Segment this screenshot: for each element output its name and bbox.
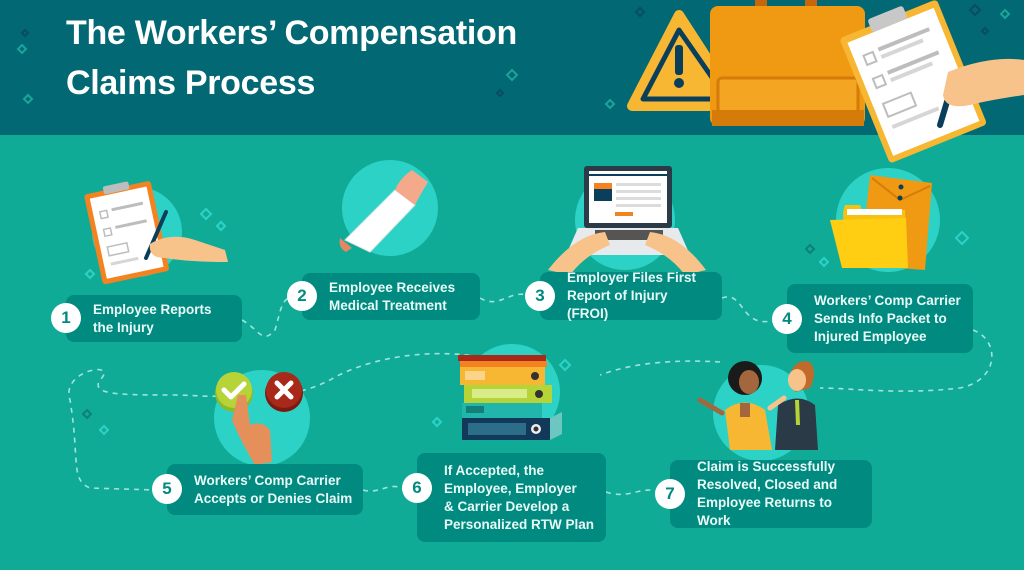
step-4-number-badge: 4: [772, 304, 802, 334]
step-4-text: Workers’ Comp Carrier Sends Info Packet …: [814, 292, 961, 346]
folder-envelope-icon: [830, 175, 932, 270]
step-text-line: If Accepted, the: [444, 462, 545, 478]
sparkle-icon: [999, 8, 1011, 20]
step-5-box: Workers’ Comp Carrier Accepts or Denies …: [167, 464, 363, 515]
title-line-2: Claims Process: [66, 64, 316, 102]
step-text-line: Employer Files First: [567, 270, 697, 285]
step-2-box: Employee Receives Medical Treatment: [302, 273, 480, 320]
dashed-path-connector: [68, 293, 993, 496]
step-text-line: the Injury: [93, 319, 154, 335]
page-title: The Workers’ Compensation Claims Process: [66, 8, 517, 108]
step-text-line: Personalized RTW Plan: [444, 516, 595, 532]
step-3-text: Employer Files First Report of Injury (F…: [567, 269, 712, 323]
step-text-line: Accepts or Denies Claim: [194, 490, 353, 506]
people-talking-icon: [697, 361, 818, 450]
checkmark-icon: [221, 381, 247, 400]
step-2-number-badge: 2: [287, 281, 317, 311]
step-1-box: Employee Reports the Injury: [66, 295, 242, 342]
step-5-text: Workers’ Comp Carrier Accepts or Denies …: [194, 472, 352, 508]
clipboard-with-pen-icon: [840, 0, 987, 163]
step-text-line: Employee Returns to Work: [697, 495, 833, 528]
binders-stack-icon: [458, 355, 562, 440]
x-icon: [274, 380, 294, 400]
step-7-text: Claim is Successfully Resolved, Closed a…: [697, 458, 862, 530]
step-3-box: Employer Files First Report of Injury (F…: [540, 269, 722, 323]
step-text-line: Employee, Employer: [444, 480, 577, 496]
step-text-line: Workers’ Comp Carrier: [194, 472, 341, 488]
step-1-number-badge: 1: [51, 303, 81, 333]
title-line-1: The Workers’ Compensation: [66, 14, 517, 52]
step-6-text: If Accepted, the Employee, Employer & Ca…: [444, 462, 594, 534]
step-text-line: & Carrier Develop a: [444, 498, 570, 514]
step-4-box: Workers’ Comp Carrier Sends Info Packet …: [787, 284, 973, 353]
sparkle-icon: [505, 68, 519, 82]
step-text-line: Claim is Successfully: [697, 459, 836, 474]
step-1-text: Employee Reports the Injury: [93, 301, 212, 337]
step-7-box: Claim is Successfully Resolved, Closed a…: [670, 458, 872, 530]
arm-cast-icon: [339, 170, 428, 253]
step-text-line: Workers’ Comp Carrier: [814, 292, 961, 308]
sparkle-icon: [16, 43, 28, 55]
laptop-typing-icon: [548, 166, 706, 275]
step-text-line: Report of Injury (FROI): [567, 288, 668, 321]
step-2-text: Employee Receives Medical Treatment: [329, 279, 455, 315]
briefcase-icon: [710, 0, 865, 126]
step-text-line: Sends Info Packet to: [814, 310, 947, 326]
step-3-number-badge: 3: [525, 281, 555, 311]
step-6-number-badge: 6: [402, 473, 432, 503]
step-5-number-badge: 5: [152, 474, 182, 504]
step-text-line: Injured Employee: [814, 328, 927, 344]
step-text-line: Employee Receives: [329, 279, 456, 295]
sparkle-icon: [22, 93, 34, 105]
step-6-box: If Accepted, the Employee, Employer & Ca…: [417, 453, 606, 542]
step-text-line: Medical Treatment: [329, 297, 447, 313]
sparkle-icon: [604, 98, 616, 110]
accept-deny-buttons-icon: [215, 372, 303, 465]
step-text-line: Resolved, Closed and: [697, 477, 838, 492]
step-7-number-badge: 7: [655, 479, 685, 509]
step-text-line: Employee Reports: [93, 301, 212, 317]
